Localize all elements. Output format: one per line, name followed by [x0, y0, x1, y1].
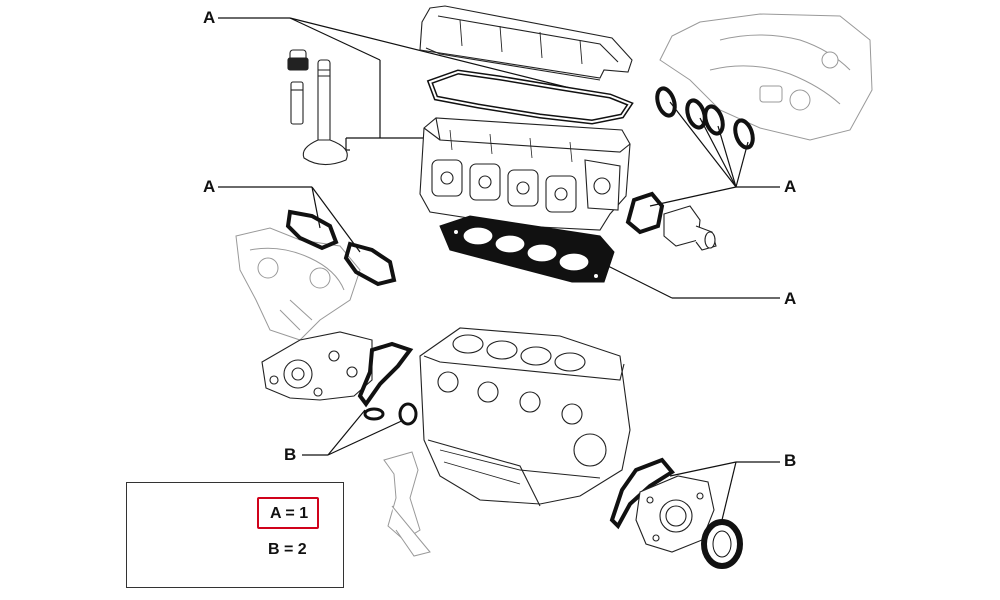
- valve-assembly: [287, 49, 348, 166]
- legend-b-quantity: B = 2: [268, 541, 307, 558]
- cylinder-head: [419, 117, 631, 231]
- callout-a-right-upper: A: [784, 177, 797, 196]
- rear-cover: [635, 475, 715, 553]
- engine-block: [419, 327, 631, 507]
- rear-crankshaft-seal: [701, 519, 743, 569]
- thermostat-housing: [663, 205, 717, 251]
- callout-b-right: B: [784, 451, 797, 470]
- intake-gaskets: [655, 86, 755, 150]
- thermostat-gasket: [625, 191, 665, 235]
- exhaust-gaskets: [285, 209, 397, 287]
- leader-lines: [218, 17, 780, 521]
- callout-b-left: B: [284, 445, 297, 464]
- exhaust-manifold: [235, 227, 361, 341]
- rear-cover-gasket: [609, 457, 675, 530]
- valve-cover: [419, 5, 633, 81]
- oil-pump-gasket: [357, 341, 414, 408]
- oil-pump: [261, 331, 373, 401]
- legend-highlight: A = 1: [257, 497, 319, 529]
- head-gasket: [439, 215, 615, 283]
- valve-cover-gasket: [426, 69, 634, 125]
- callout-a-right-lower: A: [784, 289, 797, 308]
- quantity-legend: A = 1 B = 2: [126, 482, 344, 588]
- exhaust-gasket-holes: [304, 224, 374, 270]
- callout-a-mid-left: A: [203, 177, 216, 196]
- intake-manifold: [659, 13, 873, 141]
- dipstick-tube: [383, 451, 431, 557]
- callout-a-top-left: A: [203, 8, 216, 27]
- legend-a-quantity: A = 1: [270, 505, 309, 522]
- front-seals: [363, 402, 418, 426]
